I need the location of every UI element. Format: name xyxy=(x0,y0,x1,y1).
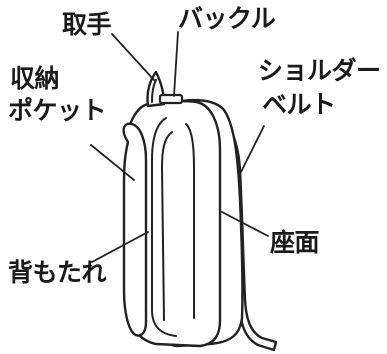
backrest-inner-fold xyxy=(151,117,177,337)
seat-leader xyxy=(221,211,269,237)
backrest-inner-fold-2 xyxy=(161,131,173,321)
seat-inner-lip xyxy=(185,123,195,319)
strap-leader xyxy=(240,125,265,173)
handle-loop-inner xyxy=(151,79,157,103)
label-strap-line2: ベルト xyxy=(262,90,336,119)
label-pocket-line2: ポケット xyxy=(8,96,107,125)
label-pocket-line1: 収納 xyxy=(10,64,60,93)
storage-pocket xyxy=(122,122,148,337)
pocket-leader xyxy=(90,144,135,181)
label-seat: 座面 xyxy=(270,228,320,257)
label-handle: 取手 xyxy=(62,10,112,39)
buckle xyxy=(158,93,184,105)
label-backrest: 背もたれ xyxy=(8,258,107,287)
label-buckle: バックル xyxy=(178,4,276,33)
backrest-leader xyxy=(91,231,149,263)
handle-leader xyxy=(111,33,155,81)
buckle-leader xyxy=(173,31,179,97)
label-strap-line1: ショルダー xyxy=(258,56,381,85)
